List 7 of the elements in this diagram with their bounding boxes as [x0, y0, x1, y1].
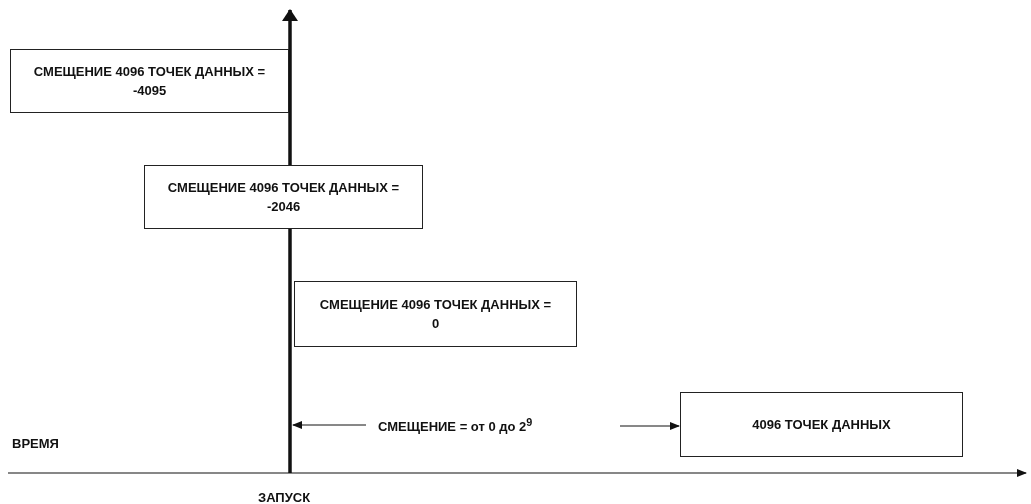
- data-block-box: СМЕЩЕНИЕ 4096 ТОЧЕК ДАННЫХ = -4095: [10, 49, 289, 113]
- data-block-box: СМЕЩЕНИЕ 4096 ТОЧЕК ДАННЫХ = 0: [294, 281, 577, 347]
- data-block-box: 4096 ТОЧЕК ДАННЫХ: [680, 392, 963, 457]
- axis-label: ВРЕМЯ: [12, 436, 59, 451]
- dimension-label: СМЕЩЕНИЕ = от 0 до 2$^{9}$: [378, 416, 533, 435]
- data-block-box: СМЕЩЕНИЕ 4096 ТОЧЕК ДАННЫХ = -2046: [144, 165, 423, 229]
- axis-label: ЗАПУСК: [258, 490, 311, 504]
